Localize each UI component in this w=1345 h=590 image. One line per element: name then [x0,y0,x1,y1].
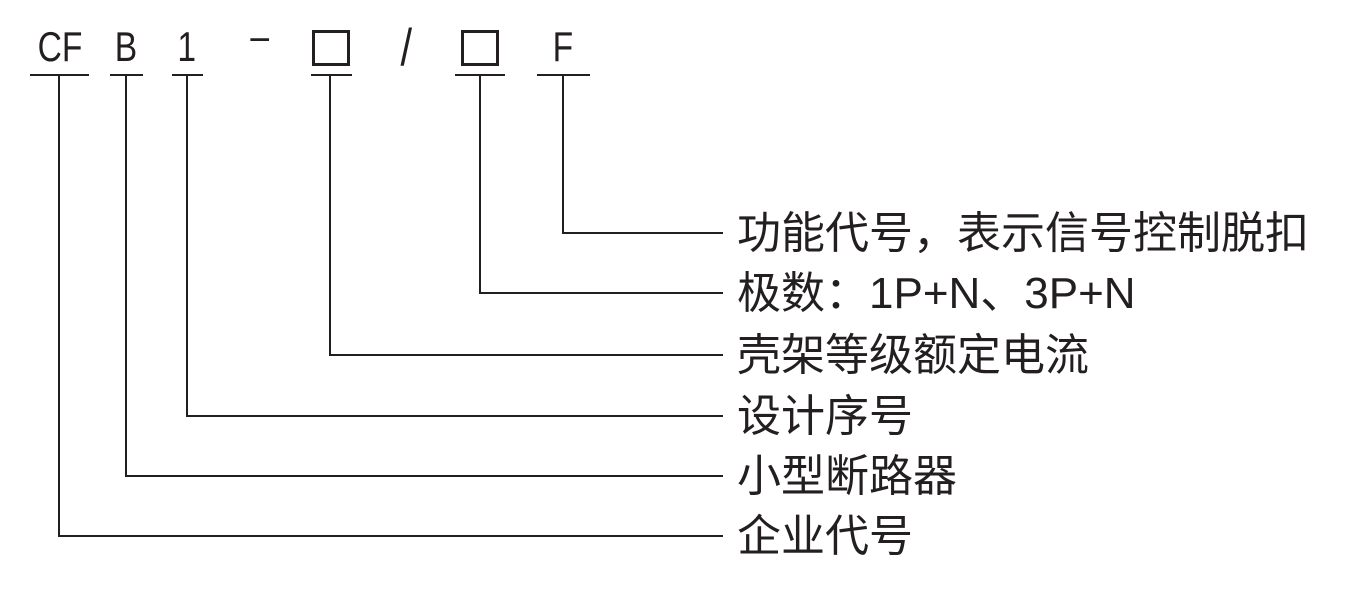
code-slash-separator: / [356,22,456,74]
code-breaker-type-text: B [76,26,176,68]
connector-poles-vertical [479,76,481,294]
slash-value: / [400,19,412,77]
connector-design-serial-vertical [186,76,188,417]
label-design-serial: 设计序号 [737,392,913,441]
underline-function [537,74,590,76]
underline-design-serial [172,74,203,76]
dash-value: – [250,12,270,59]
connector-poles-horizontal [479,292,723,294]
connector-design-serial-horizontal [186,415,723,417]
underline-frame-current [311,74,352,76]
label-poles: 极数：1P+N、3P+N [737,269,1136,318]
poles-placeholder-box [461,30,499,66]
connector-breaker-type-vertical [125,76,127,477]
code-dash-separator: – [210,15,310,68]
connector-company-vertical [58,76,60,537]
code-function-text: F [513,26,613,68]
underline-breaker-type [110,74,143,76]
connector-breaker-type-horizontal [125,475,723,477]
label-company-code: 企业代号 [737,512,913,561]
underline-company [30,74,89,76]
code-company-value: CF [37,23,83,70]
label-breaker-type: 小型断路器 [737,452,957,501]
code-design-serial-text: 1 [137,26,237,68]
label-frame-current: 壳架等级额定电流 [737,331,1089,380]
label-function-code: 功能代号，表示信号控制脱扣 [737,209,1309,258]
connector-company-horizontal [58,535,723,537]
frame-current-placeholder-box [312,30,350,66]
connector-frame-current-vertical [329,76,331,356]
code-company-text: CF [10,26,110,68]
code-design-value: 1 [177,23,197,70]
underline-poles [455,74,505,76]
connector-frame-current-horizontal [329,354,723,356]
code-function-value: F [552,23,574,70]
connector-function-horizontal [562,232,723,234]
connector-function-vertical [562,76,564,234]
code-breaker-value: B [114,23,138,70]
